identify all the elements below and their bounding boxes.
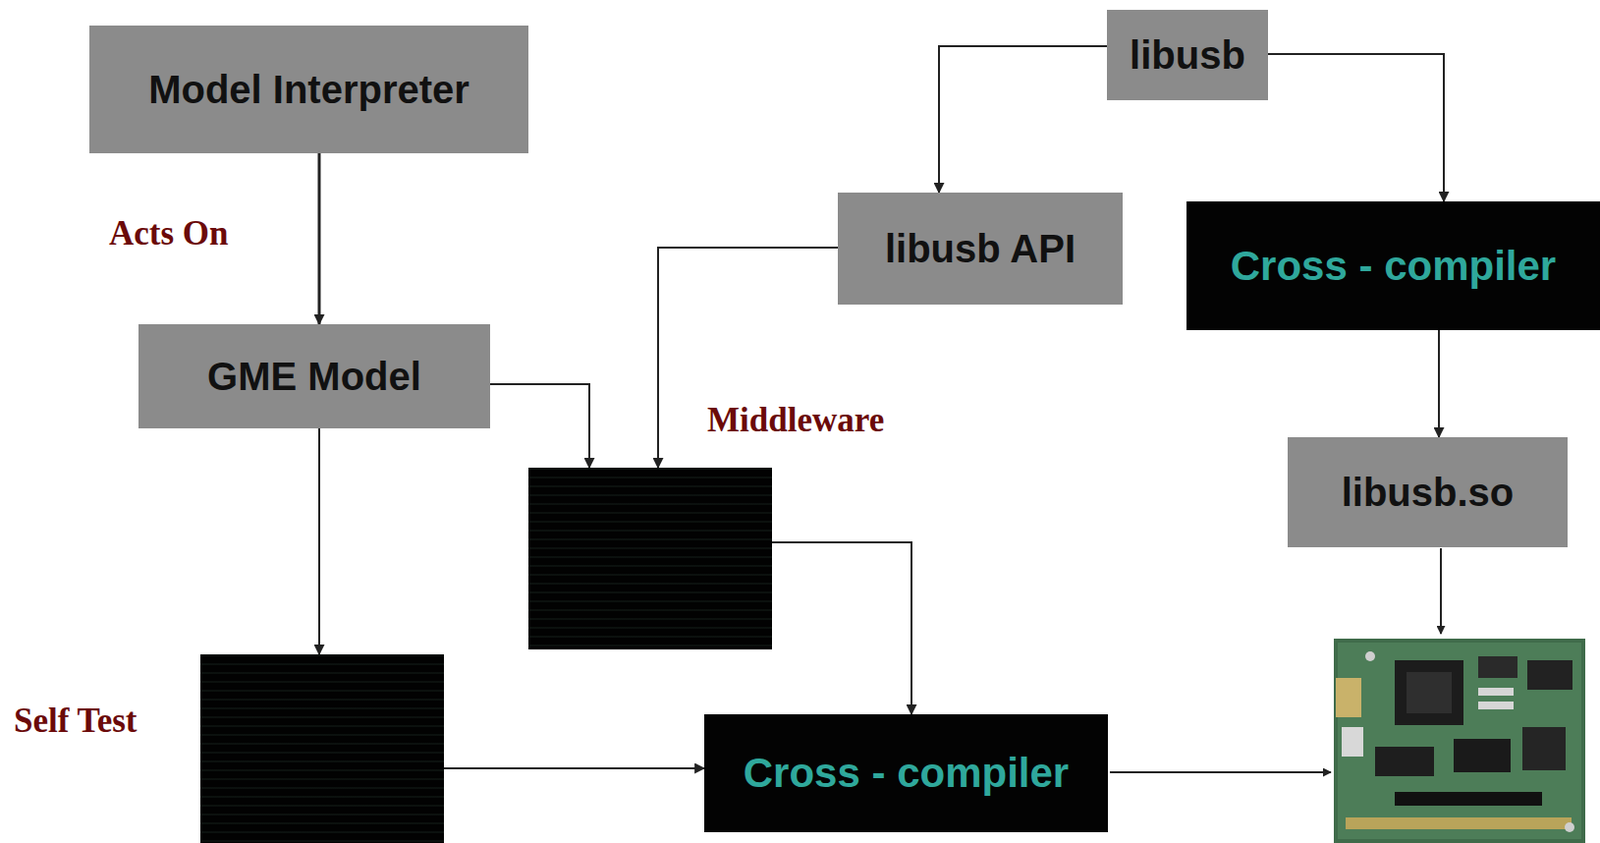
box-label: libusb.so bbox=[1341, 470, 1515, 515]
box-label: Cross - compiler bbox=[743, 749, 1069, 797]
connector-arrow bbox=[1268, 54, 1444, 202]
box-label: libusb API bbox=[884, 226, 1076, 272]
wire-to-board bbox=[1109, 771, 1331, 773]
wire-to-board bbox=[1439, 548, 1442, 634]
code-screen: Self Test bbox=[200, 654, 444, 843]
connector-arrow bbox=[443, 767, 705, 770]
connector-arrow bbox=[490, 384, 590, 468]
box-label: GME Model bbox=[207, 354, 422, 399]
box-label: Cross - compiler bbox=[1230, 242, 1556, 290]
api-box: libusb API bbox=[837, 192, 1123, 305]
connector-arrow bbox=[1437, 330, 1440, 438]
compiler-box: Cross - compiler bbox=[704, 714, 1108, 832]
model-box: GME Model bbox=[138, 324, 491, 429]
connector-arrow bbox=[938, 46, 1107, 193]
code-screen: Middleware bbox=[528, 467, 773, 650]
connector-arrow bbox=[318, 428, 321, 655]
library-box: libusb.so bbox=[1287, 437, 1568, 548]
box-heading: Self Test bbox=[13, 701, 137, 741]
circuit-board bbox=[1333, 638, 1586, 843]
box-label: libusb bbox=[1129, 33, 1246, 78]
library-box: libusb bbox=[1106, 9, 1269, 101]
connector-arrow bbox=[318, 153, 322, 325]
edge-label: Acts On bbox=[106, 214, 232, 254]
compiler-box: Cross - compiler bbox=[1186, 201, 1600, 331]
box-heading: Middleware bbox=[707, 400, 884, 441]
connector-arrow bbox=[772, 542, 912, 715]
box-label: Model Interpreter bbox=[148, 67, 470, 112]
process-box: Model Interpreter bbox=[89, 25, 529, 154]
